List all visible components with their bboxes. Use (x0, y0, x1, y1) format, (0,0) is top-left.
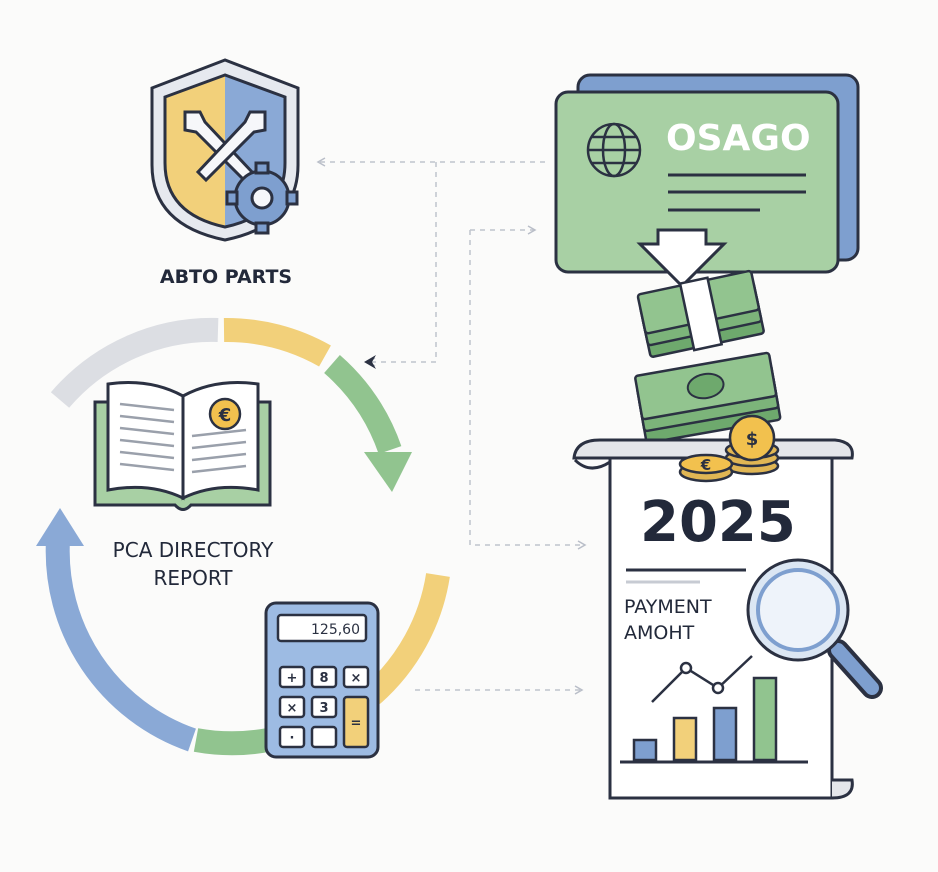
bar-2 (672, 716, 698, 762)
label-year: 2025 (640, 490, 796, 555)
bar-3 (712, 706, 738, 762)
cycle-ring (45, 317, 450, 756)
cash-stack-icon (634, 269, 782, 444)
cycle-arrowhead-green (364, 452, 412, 492)
magnifier-icon (746, 558, 883, 699)
connector-vertical-trunk (366, 162, 437, 367)
calc-key-times-2: × (287, 701, 298, 716)
bar-1 (632, 738, 658, 762)
bar-chart-icon (632, 655, 778, 762)
bar-4 (752, 676, 778, 762)
open-book-icon: € (93, 381, 272, 511)
label-osago: OSAGO (666, 118, 811, 159)
calc-key-3: 3 (319, 701, 328, 716)
small-arrowhead (364, 355, 376, 369)
label-payment: PAYMENT (624, 596, 712, 618)
calc-key-equals: = (351, 716, 362, 731)
down-arrow-icon (636, 228, 728, 289)
connector-lines (316, 157, 587, 695)
shield-wrench-gear-icon (150, 58, 300, 242)
cycle-arc-yellow-bottom (363, 572, 450, 705)
cycle-arrowhead-blue (36, 508, 84, 546)
calculator-icon: 125,60 + 8 × × 3 = · (264, 601, 380, 759)
cycle-arc-grey (50, 317, 219, 408)
euro-badge-symbol: € (218, 405, 232, 426)
connector-vertical-2 (469, 230, 587, 550)
label-pca-directory: PCA DIRECTORY (112, 538, 274, 562)
coins-icon: $ € (678, 414, 780, 483)
cycle-arc-green (323, 354, 402, 455)
calc-key-8: 8 (319, 671, 328, 686)
coin-back-symbol: $ (746, 429, 759, 450)
label-amount: AMOHT (624, 622, 695, 644)
cycle-arc-blue (45, 539, 197, 752)
calc-key-dot: · (290, 731, 295, 746)
label-abto-parts: ABTO PARTS (159, 266, 293, 288)
calculator-display: 125,60 (311, 622, 360, 638)
globe-icon (586, 122, 642, 178)
trend-line (651, 655, 753, 703)
euro-badge (208, 397, 242, 431)
cycle-arc-yellow (223, 317, 331, 367)
osago-card-icon (554, 73, 860, 289)
calc-key-times: × (351, 671, 362, 686)
cycle-arc-green-bottom (193, 728, 271, 756)
label-report: REPORT (153, 566, 233, 590)
calc-key-plus: + (287, 671, 298, 686)
coin-front-symbol: € (700, 456, 711, 474)
